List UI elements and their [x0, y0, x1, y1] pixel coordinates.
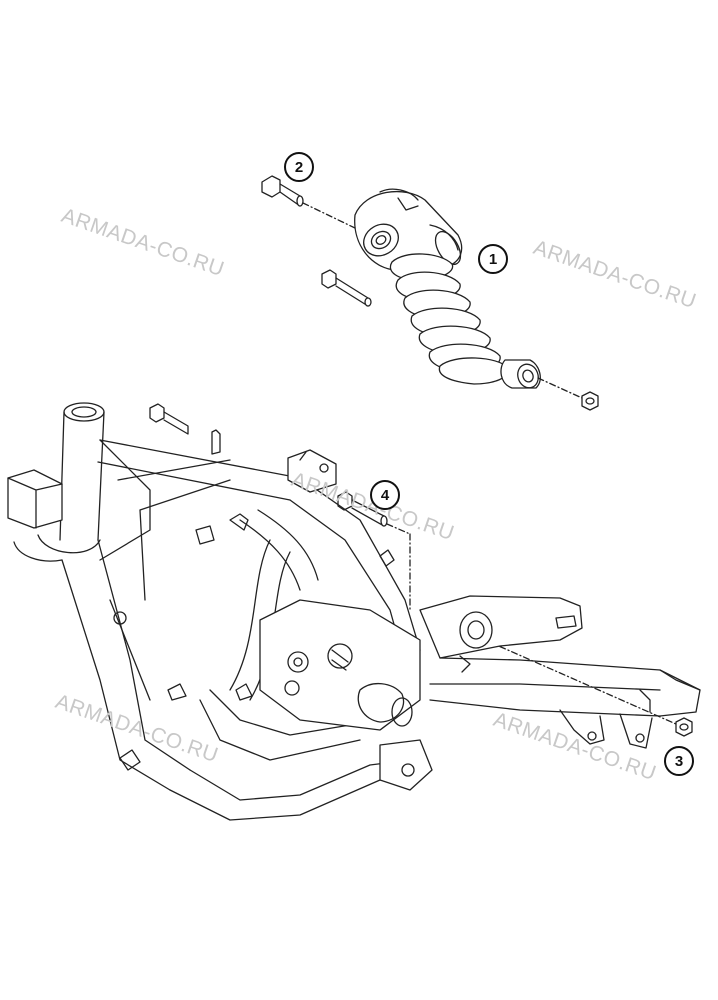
motorcycle-frame	[7, 402, 433, 821]
shock-absorber	[354, 188, 541, 389]
linkage-bolt	[337, 491, 411, 611]
upper-bolt	[261, 175, 356, 229]
callout-part-3: 3	[664, 746, 694, 776]
swingarm	[419, 595, 701, 749]
frame-top-bolt	[149, 403, 221, 455]
shock-nut	[537, 377, 599, 411]
swingarm-nut	[475, 635, 693, 737]
lower-shock-bolt	[321, 269, 372, 307]
callout-part-2: 2	[284, 152, 314, 182]
callout-part-1: 1	[478, 244, 508, 274]
callout-part-4: 4	[370, 480, 400, 510]
